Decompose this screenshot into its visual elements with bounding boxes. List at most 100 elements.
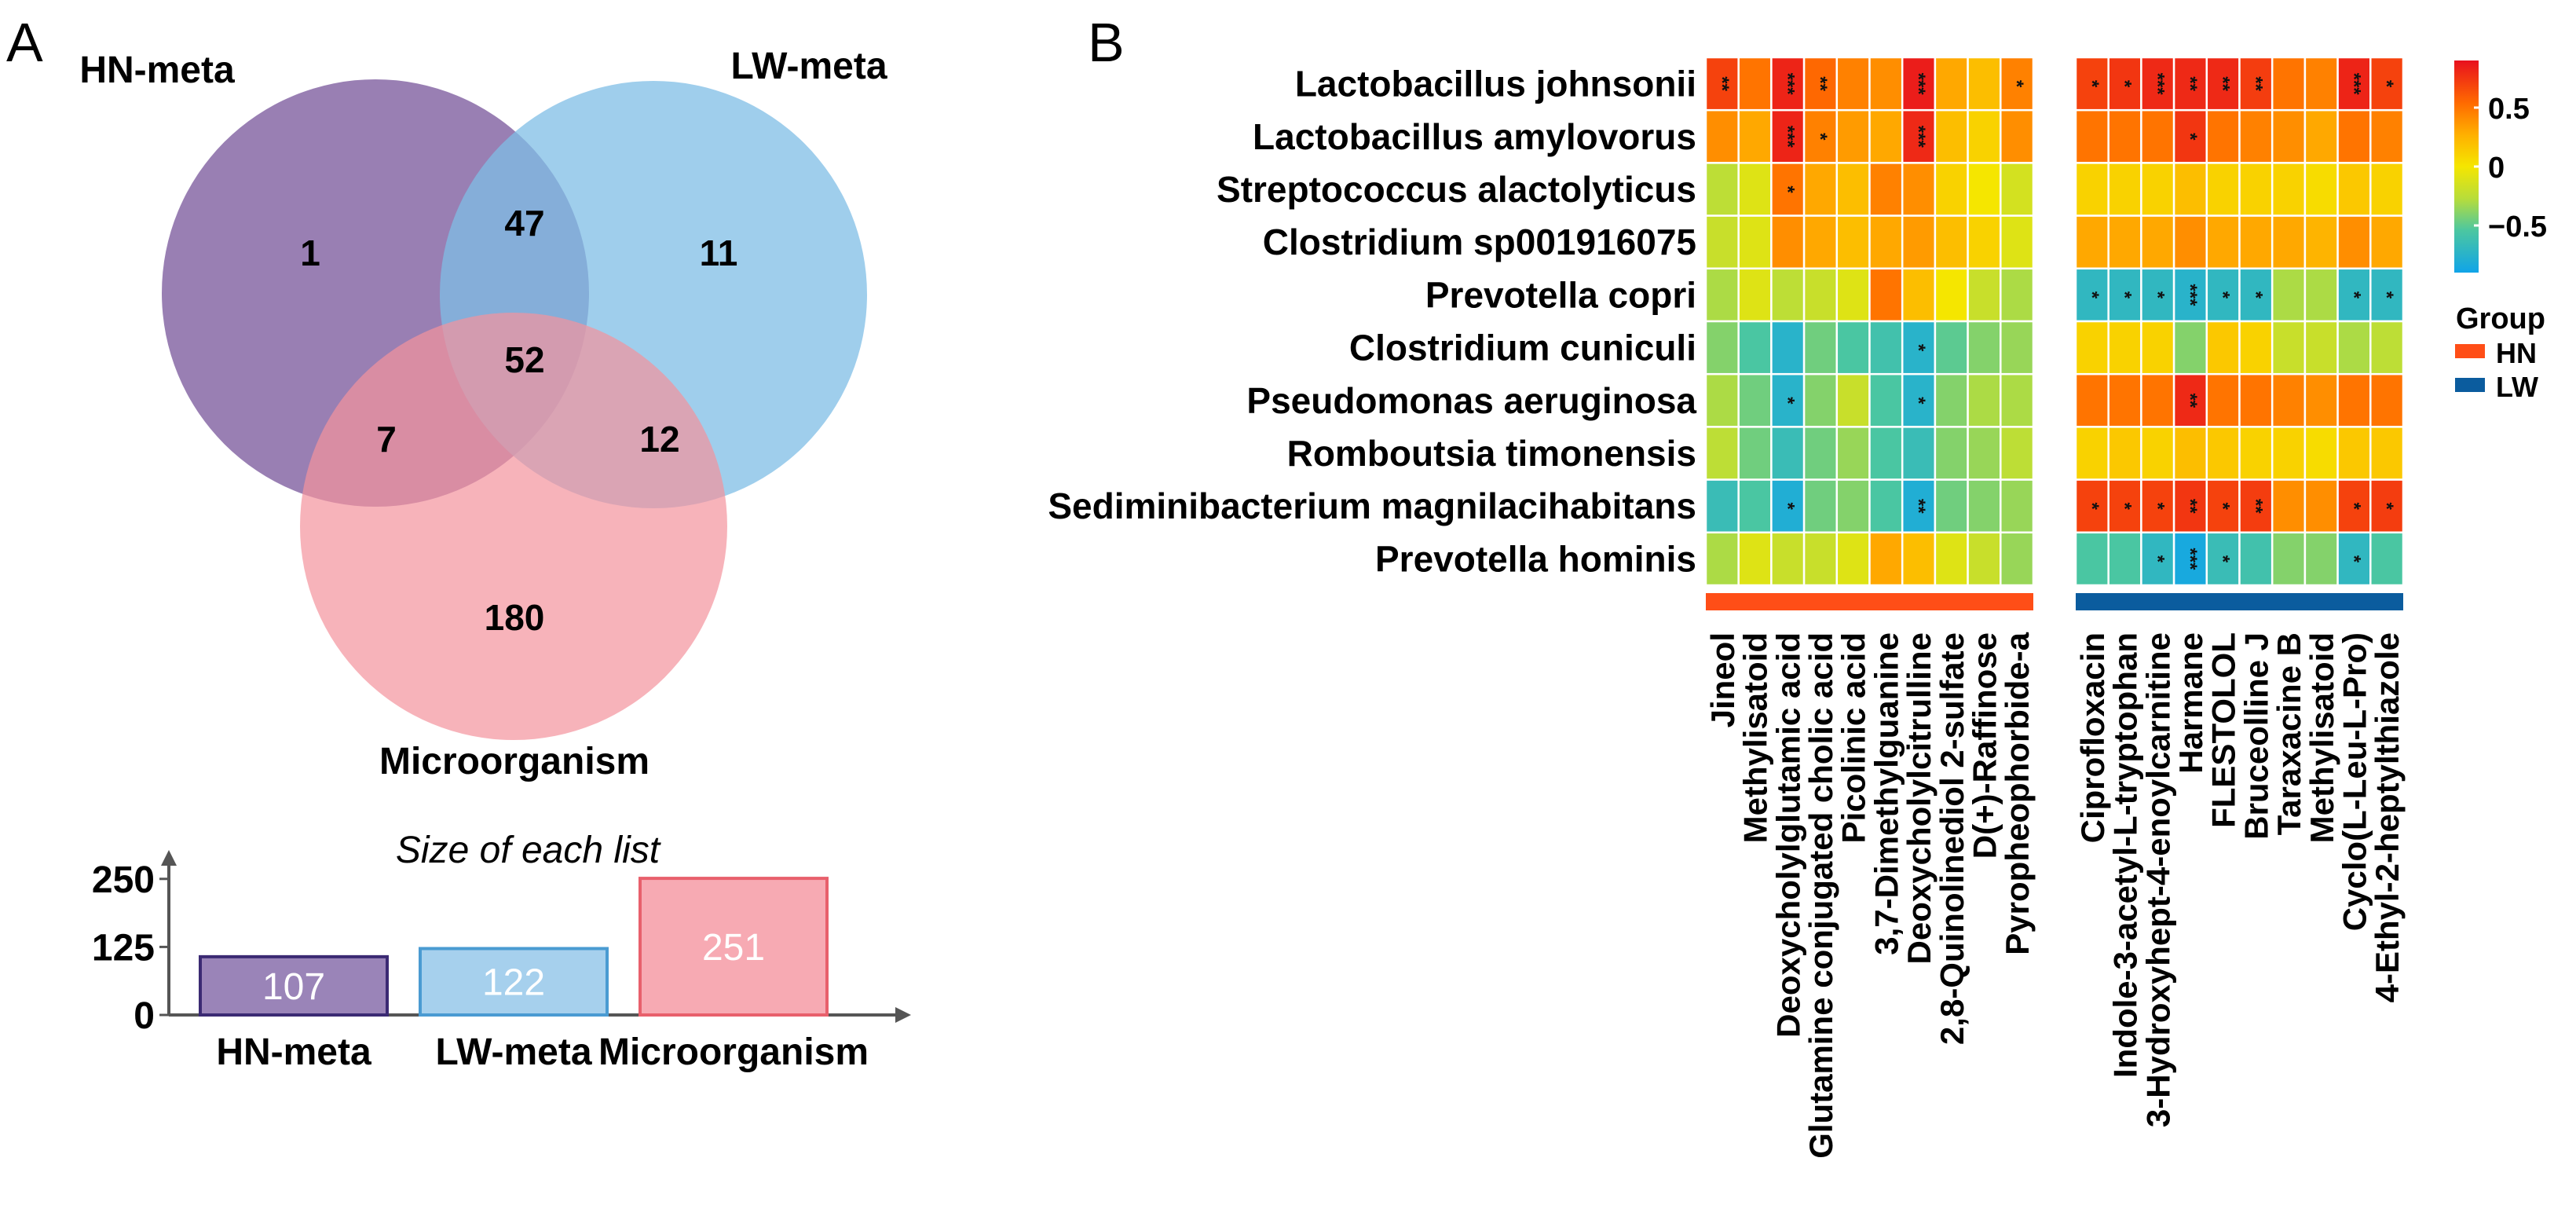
- heatmap-cell: [2107, 320, 2142, 376]
- heatmap-significance-mark: *: [1776, 503, 1798, 511]
- bar-value-label: 251: [702, 927, 765, 969]
- heatmap-significance-mark: *: [2376, 503, 2397, 511]
- heatmap-column-label: 3,7-Dimethylguanine: [1868, 632, 1905, 955]
- heatmap-cell: [1835, 108, 1871, 164]
- heatmap-cell: [2369, 108, 2405, 164]
- heatmap-cell: [1934, 372, 1969, 428]
- bar-lw-meta: [419, 947, 609, 1017]
- heatmap-cell: [2205, 372, 2241, 428]
- heatmap-cell: [2303, 320, 2339, 376]
- heatmap-cell: [1737, 478, 1773, 534]
- heatmap-significance-mark: *: [2114, 291, 2135, 299]
- heatmap-column-label: Harmane: [2172, 632, 2209, 774]
- heatmap-cell: [1737, 372, 1773, 428]
- heatmap-cell: [2000, 478, 2035, 534]
- heatmap-cell: [1835, 531, 1871, 587]
- heatmap-significance-mark: **: [2179, 76, 2201, 91]
- heatmap-cell: [2140, 426, 2175, 481]
- heatmap-cell: [1737, 108, 1773, 164]
- heatmap-column-label: Indole-3-acetyl-L-tryptophan: [2107, 632, 2144, 1078]
- heatmap-cell: [2336, 108, 2372, 164]
- heatmap-cell: [2369, 267, 2405, 323]
- heatmap-significance-mark: *: [2081, 80, 2102, 88]
- heatmap-cell: [1704, 267, 1740, 323]
- heatmap-significance-mark: *: [2081, 503, 2102, 511]
- heatmap-column-label: Jineol: [1704, 632, 1741, 727]
- heatmap-cell: [2140, 320, 2175, 376]
- heatmap-column-label: 3-Hydroxyhept-4-enoylcarnitine: [2139, 632, 2176, 1127]
- panel-label-b: B: [1088, 12, 1125, 73]
- heatmap-cell: [2369, 531, 2405, 587]
- venn-count-lw-only: 11: [700, 233, 738, 273]
- heatmap-cell: [2303, 162, 2339, 217]
- heatmap-cell: [2205, 531, 2241, 587]
- heatmap-significance-mark: **: [1809, 76, 1831, 91]
- heatmap-cell: [1737, 267, 1773, 323]
- heatmap-cell: [2172, 426, 2208, 481]
- heatmap-cell: [1704, 426, 1740, 481]
- heatmap-cell: [2303, 267, 2339, 323]
- heatmap-significance-mark: **: [2245, 76, 2266, 91]
- heatmap-significance-mark: ***: [2343, 73, 2364, 96]
- heatmap-significance-mark: ***: [2179, 548, 2201, 570]
- heatmap-cell: [1934, 56, 1969, 112]
- heatmap-significance-mark: *: [2376, 80, 2397, 88]
- heatmap-cell: [1967, 267, 2002, 323]
- heatmap-row-label: Clostridium sp001916075: [1263, 222, 1696, 262]
- heatmap-cell: [1967, 108, 2002, 164]
- heatmap-cell: [2172, 372, 2208, 428]
- heatmap-cell: [2074, 56, 2109, 112]
- heatmap-cell: [1934, 320, 1969, 376]
- heatmap-cell: [1770, 320, 1806, 376]
- heatmap-cell: [1868, 162, 1904, 217]
- heatmap-row-label: Romboutsia timonensis: [1287, 433, 1696, 474]
- heatmap-cell: [1737, 426, 1773, 481]
- heatmap-cell: [2369, 214, 2405, 270]
- heatmap-row-label: Sediminibacterium magnilacihabitans: [1048, 485, 1696, 526]
- heatmap-cell: [1901, 267, 1937, 323]
- heatmap-cell: [2172, 162, 2208, 217]
- venn-count-lw-micro: 12: [639, 419, 679, 460]
- bar-y-tick-label: 125: [92, 927, 155, 969]
- legend-label-hn: HN: [2496, 337, 2537, 369]
- heatmap-cell: [2107, 56, 2142, 112]
- heatmap-cell: [1737, 56, 1773, 112]
- heatmap-cell: [2074, 372, 2109, 428]
- heatmap-cell: [1737, 531, 1773, 587]
- heatmap-cell: [1967, 372, 2002, 428]
- heatmap-cell: [2303, 372, 2339, 428]
- heatmap-column-label: FLESTOLOL: [2205, 632, 2242, 828]
- heatmap-cell: [2205, 214, 2241, 270]
- heatmap-cell: [1704, 214, 1740, 270]
- heatmap-significance-mark: *: [2006, 80, 2027, 88]
- heatmap-significance-mark: *: [2343, 555, 2364, 563]
- heatmap-cell: [2270, 372, 2307, 428]
- heatmap-significance-mark: *: [1776, 397, 1798, 405]
- heatmap-cell: [2172, 320, 2208, 376]
- heatmap-significance-mark: **: [2245, 499, 2266, 514]
- venn-count-hn-only: 1: [300, 233, 320, 273]
- heatmap-cell: [2000, 531, 2035, 587]
- heatmap-cell: [2238, 162, 2274, 217]
- heatmap-row-label: Lactobacillus amylovorus: [1253, 116, 1696, 157]
- heatmap-cell: [1835, 214, 1871, 270]
- heatmap-cell: [1802, 267, 1839, 323]
- heatmap-cell: [2140, 531, 2175, 587]
- heatmap-cell: [2000, 426, 2035, 481]
- heatmap-significance-mark: *: [2146, 555, 2168, 563]
- heatmap-cell: [1802, 531, 1839, 587]
- heatmap-cell: [2000, 108, 2035, 164]
- venn-count-micro-only: 180: [485, 597, 545, 638]
- heatmap-cell: [1868, 478, 1904, 534]
- heatmap-column-label: Glutamine conjugated cholic acid: [1802, 632, 1839, 1159]
- legend-swatch-lw: [2455, 378, 2485, 392]
- heatmap-cell: [1934, 108, 1969, 164]
- heatmap-cell: [1835, 162, 1871, 217]
- heatmap-cell: [2107, 214, 2142, 270]
- heatmap-cell: [2270, 320, 2307, 376]
- heatmap-cell: [1770, 56, 1806, 112]
- colorbar-tick-label: −0.5: [2488, 211, 2547, 244]
- heatmap-cell: [2074, 108, 2109, 164]
